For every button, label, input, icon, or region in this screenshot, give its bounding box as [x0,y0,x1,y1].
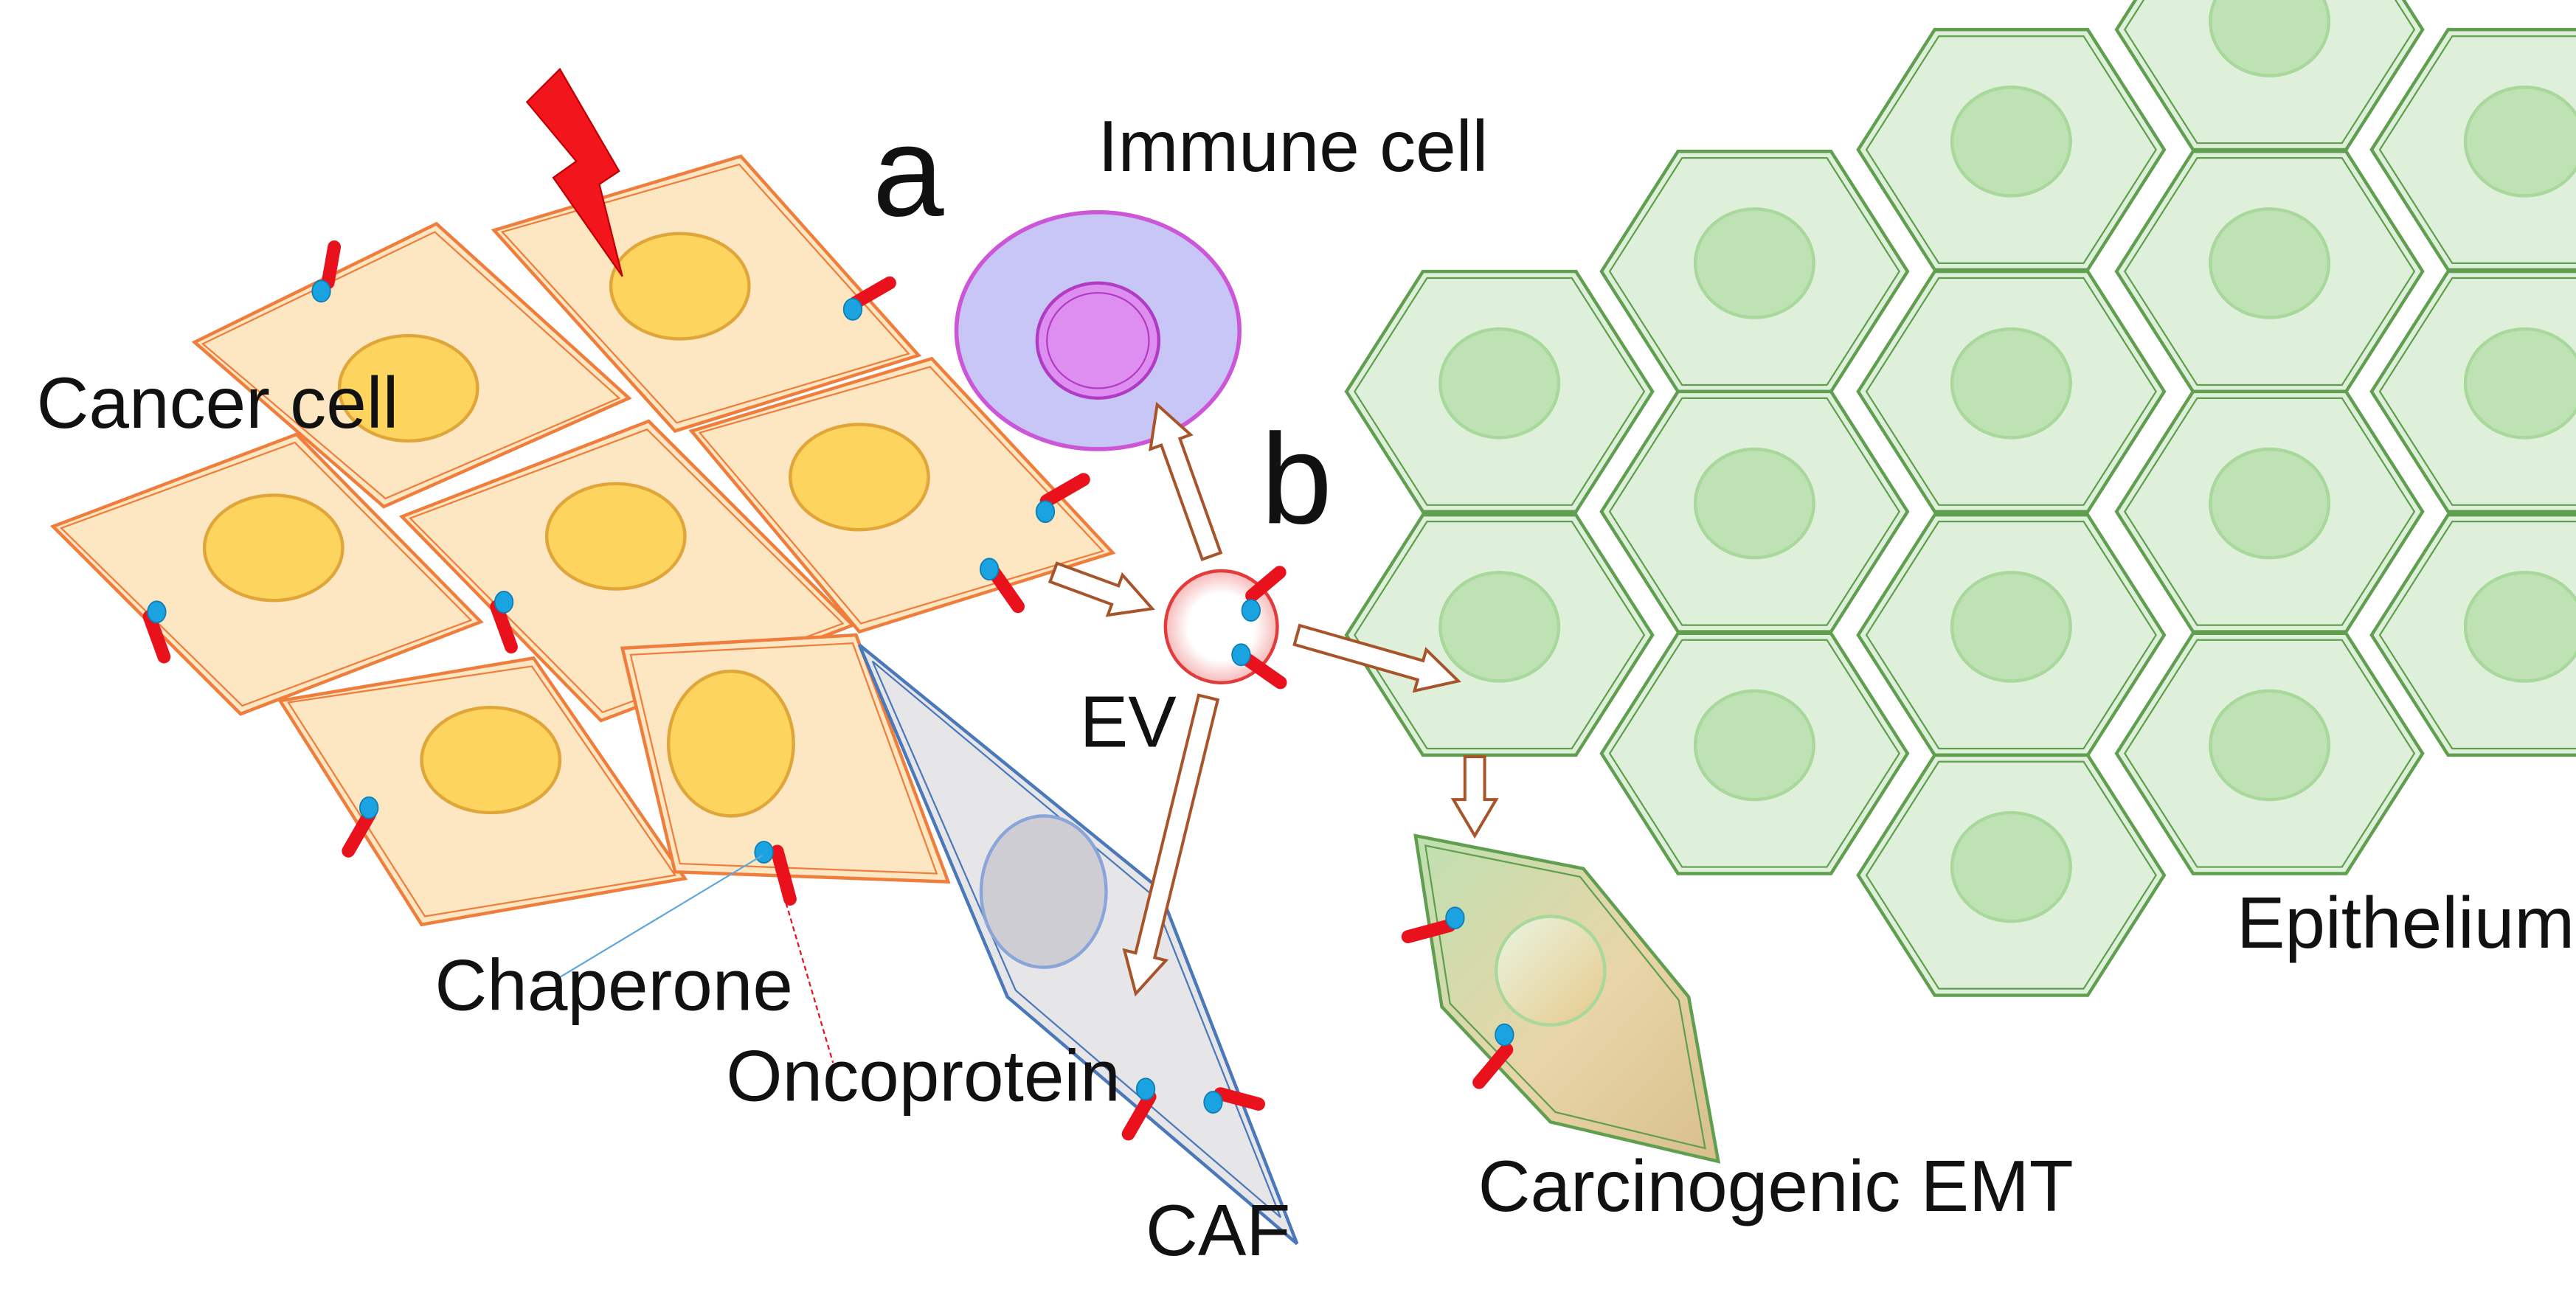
oncoprotein-label: Oncoprotein [726,1035,1121,1116]
oncoprotein-chaperone-icon [979,558,1025,614]
oncoprotein-callout-line [783,895,834,1063]
cancer-cell [277,656,688,927]
chaperone-icon [1203,1091,1223,1114]
epithelium-label: Epithelium [2237,882,2575,963]
oncoprotein-chaperone-icon [1401,906,1465,943]
chaperone-icon [147,600,167,624]
oncoprotein-chaperone-icon [490,591,518,654]
chaperone-icon [311,280,331,303]
epithelial-cell [2114,631,2425,875]
chaperone-callout-line [559,854,763,978]
epithelial-cell [1344,513,1655,757]
epithelial-cell [1599,149,1910,394]
lightning-bolt-icon [525,67,623,277]
oncoprotein-chaperone-icon [342,796,379,858]
oncoprotein-chaperone-icon [1121,1077,1157,1141]
epithelial-cell [2114,389,2425,634]
block-arrow-icon [1450,755,1499,839]
oncoprotein-chaperone-icon [1035,473,1090,524]
caf-label: CAF [1146,1190,1290,1271]
chaperone-icon [1135,1077,1156,1101]
oncoprotein-icon [1241,653,1287,690]
block-arrow-icon [1149,401,1223,561]
epithelial-cell [2114,149,2425,394]
block-arrow-icon [1122,693,1220,997]
block-arrow-icon [1292,623,1461,693]
chaperone-icon [1241,599,1261,622]
chaperone-icon [1445,906,1465,930]
epithelial-cell [1599,389,1910,634]
oncoprotein-chaperone-icon [842,276,896,321]
epithelial-cell [1856,513,2167,757]
oncoprotein-chaperone-icon [1203,1087,1265,1114]
cancer-cell [49,432,484,716]
oncoprotein-icon [1472,1043,1514,1089]
emt-cell [1413,833,1721,1164]
epithelial-cell [2369,269,2576,513]
cancer-cell [191,221,632,509]
oncoprotein-icon [848,276,896,310]
epithelial-cell [1856,269,2167,513]
block-arrow-icon [1048,561,1155,617]
oncoprotein-icon [986,564,1025,614]
chaperone-icon [1231,643,1251,667]
chaperone-icon [754,841,774,864]
epithelial-cell [1344,269,1655,513]
epithelial-cell [1856,27,2167,272]
cancer-cell [620,633,951,884]
oncoprotein-icon [1213,1087,1265,1111]
ev-label: EV [1080,681,1177,763]
epithelial-cell [2114,0,2425,152]
epithelial-cell [2369,513,2576,757]
epithelial-cell [1856,753,2167,997]
oncoprotein-icon [342,807,377,858]
caf-cell [857,643,1299,1246]
oncoprotein-icon [490,600,518,654]
carcinogenic-emt-label: Carcinogenic EMT [1478,1145,2074,1226]
cancer-cell-label: Cancer cell [37,362,399,443]
chaperone-icon [494,591,514,614]
panel-a-label: a [873,99,944,243]
oncoprotein-icon [142,610,171,664]
immune-cell-label: Immune cell [1098,105,1488,187]
chaperone-label: Chaperone [434,945,793,1026]
oncoprotein-chaperone-icon [1231,643,1287,690]
chaperone-icon [1035,500,1056,524]
oncoprotein-icon [770,844,797,906]
cancer-cell [688,356,1116,634]
epithelium [1344,0,2576,997]
epithelial-cell [2369,27,2576,272]
oncoprotein-icon [1121,1090,1157,1141]
chaperone-icon [979,558,1000,581]
oncoprotein-icon [1245,566,1287,603]
chaperone-icon [1495,1023,1514,1047]
oncoprotein-markers [142,240,1514,1141]
epithelial-cell [1599,631,1910,875]
chaperone-icon [842,297,863,321]
oncoprotein-icon [1039,473,1090,508]
immune-cell [954,209,1242,451]
oncoprotein-chaperone-icon [1472,1023,1514,1089]
block-arrows [1048,401,1499,997]
oncoprotein-chaperone-icon [311,240,342,303]
oncoprotein-icon [321,240,342,290]
oncoprotein-icon [1401,919,1456,943]
chaperone-icon [359,796,379,819]
panel-b-label: b [1261,406,1332,550]
oncoprotein-chaperone-icon [142,600,171,664]
oncoprotein-chaperone-icon [1241,566,1287,622]
